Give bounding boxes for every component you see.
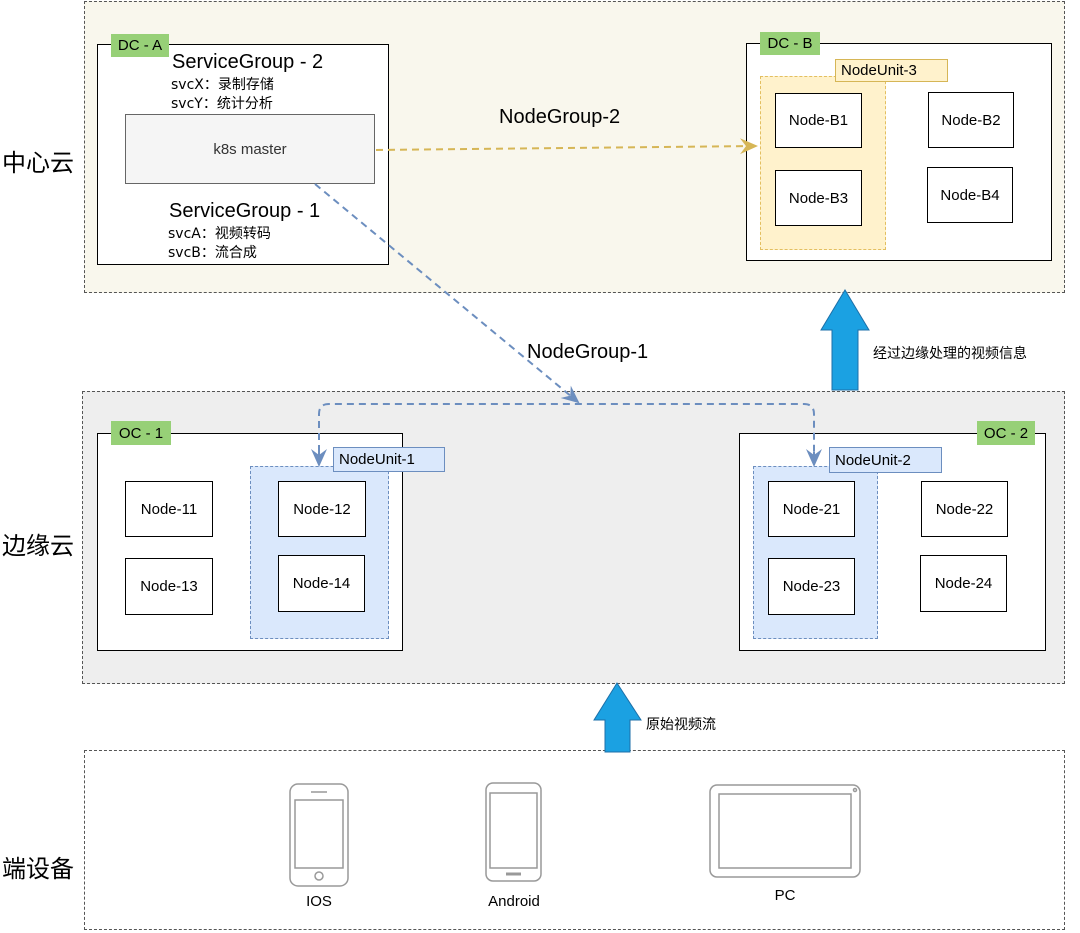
device-to-edge-annotation: 原始视频流 xyxy=(646,717,716,733)
k8s-master-node[interactable]: k8s master xyxy=(125,114,375,184)
oc-2-tag: OC - 2 xyxy=(977,421,1035,445)
device-region xyxy=(84,750,1065,930)
node-group-2-connector xyxy=(375,138,758,155)
node-group-1-label: NodeGroup-1 xyxy=(527,341,649,363)
device-label: 端设备 xyxy=(2,855,74,883)
dc-b-tag: DC - B xyxy=(760,32,820,55)
edge-to-center-arrow xyxy=(820,289,870,391)
node-b1[interactable]: Node-B1 xyxy=(775,93,862,148)
ios-label: IOS xyxy=(306,893,332,910)
node-23[interactable]: Node-23 xyxy=(768,558,855,615)
node-unit-3-label: NodeUnit-3 xyxy=(835,59,948,82)
edge-cloud-label: 边缘云 xyxy=(2,532,74,560)
node-b4[interactable]: Node-B4 xyxy=(927,167,1013,223)
service-group-1-title: ServiceGroup - 1 xyxy=(169,200,321,222)
node-b2[interactable]: Node-B2 xyxy=(928,92,1014,148)
edge-to-center-annotation: 经过边缘处理的视频信息 xyxy=(873,346,1027,362)
oc-1-tag: OC - 1 xyxy=(111,421,171,445)
node-14[interactable]: Node-14 xyxy=(278,555,365,612)
node-12[interactable]: Node-12 xyxy=(278,481,366,537)
svc-a-label: svcA：视频转码 xyxy=(168,226,271,242)
node-24[interactable]: Node-24 xyxy=(920,555,1007,612)
node-group-1-connector xyxy=(314,183,580,404)
node-13[interactable]: Node-13 xyxy=(125,558,213,615)
pc-device-icon xyxy=(709,784,861,878)
device-to-edge-arrow xyxy=(593,682,642,753)
android-device-icon xyxy=(485,782,542,882)
edge-split-connector xyxy=(318,403,815,464)
node-unit-1-label: NodeUnit-1 xyxy=(333,447,445,472)
dc-a-tag: DC - A xyxy=(111,34,169,57)
svc-b-label: svcB：流合成 xyxy=(168,245,257,261)
node-b3[interactable]: Node-B3 xyxy=(775,170,862,226)
ios-device-icon xyxy=(289,783,349,887)
node-22[interactable]: Node-22 xyxy=(921,481,1008,537)
node-21[interactable]: Node-21 xyxy=(768,481,855,537)
node-unit-2-label: NodeUnit-2 xyxy=(829,447,942,473)
android-label: Android xyxy=(488,893,540,910)
svc-y-label: svcY：统计分析 xyxy=(171,96,273,112)
pc-label: PC xyxy=(774,887,796,904)
node-11[interactable]: Node-11 xyxy=(125,481,213,537)
node-group-2-label: NodeGroup-2 xyxy=(499,106,621,128)
svc-x-label: svcX：录制存储 xyxy=(171,77,274,93)
center-cloud-label: 中心云 xyxy=(2,149,74,177)
service-group-2-title: ServiceGroup - 2 xyxy=(172,51,324,73)
